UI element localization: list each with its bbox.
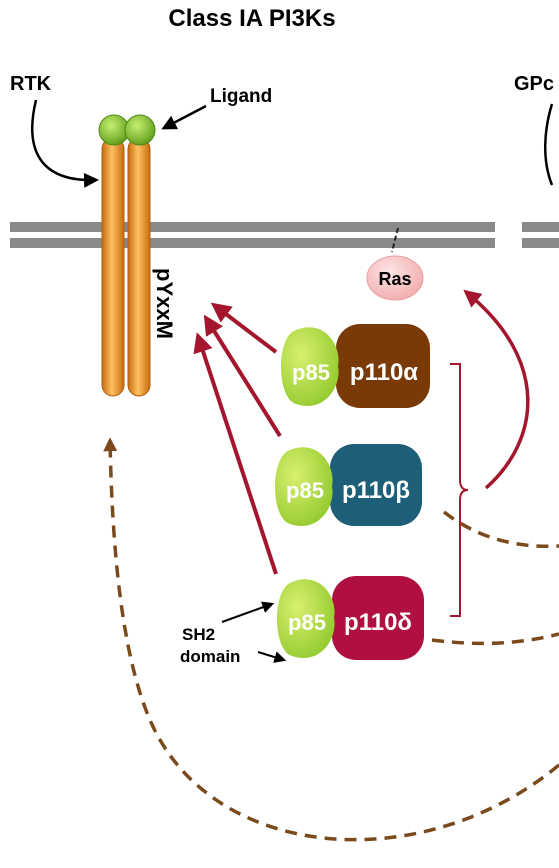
p85-alpha-subunit (281, 327, 339, 406)
sh2-arrow-upper (221, 601, 275, 623)
activation-arrows (193, 302, 282, 575)
rtk-receptor (101, 137, 151, 397)
p110-alpha-label: p110α (350, 359, 418, 386)
sh2-label-line2: domain (180, 647, 240, 666)
arrow-p110d-to-pyxxm (193, 332, 278, 575)
p110-alpha-subunit (336, 324, 430, 408)
p110-bracket (450, 289, 530, 617)
ras-protein: Ras (366, 227, 424, 301)
arrow-p110a-to-pyxxm (210, 302, 278, 354)
ras-label: Ras (378, 269, 411, 289)
sh2-arrow-lower (257, 651, 287, 663)
p110-beta-label: p110β (342, 477, 410, 504)
p85-beta-subunit (275, 447, 333, 526)
gpcr-pointer-line (544, 103, 554, 186)
diagram-title: Class IA PI3Ks (168, 5, 335, 32)
p110-delta-dashed-link (431, 632, 559, 646)
p85-beta-label: p85 (286, 478, 324, 503)
plasma-membrane (10, 222, 559, 248)
rtk-pointer-arrow (31, 99, 99, 188)
arrow-to-ras (463, 289, 530, 490)
gpcr-label: GPc (514, 73, 554, 95)
feedback-arrows (103, 437, 559, 842)
sh2-label-line1: SH2 (182, 625, 215, 644)
ligand (98, 114, 156, 146)
pyxxm-label: pYxxM (152, 268, 177, 339)
p85-delta-subunit (277, 579, 335, 658)
ligand-pointer-arrow (161, 104, 207, 130)
rtk-label: RTK (10, 73, 52, 95)
ligand-label: Ligand (210, 86, 272, 107)
p85-delta-label: p85 (288, 610, 326, 635)
feedback-arrow-to-rtk (103, 437, 559, 842)
p110-delta-label: p110δ (344, 609, 412, 636)
p110-beta-subunit (330, 444, 422, 526)
p110-delta-subunit (332, 576, 424, 660)
complex-p110-delta: p110δ p85 (277, 576, 424, 660)
p110-beta-dashed-link (442, 510, 559, 549)
p85-alpha-label: p85 (292, 360, 330, 385)
complex-p110-beta: p110β p85 (275, 444, 422, 526)
arrow-p110b-to-pyxxm (203, 314, 282, 438)
complex-p110-alpha: p110α p85 (281, 324, 430, 408)
